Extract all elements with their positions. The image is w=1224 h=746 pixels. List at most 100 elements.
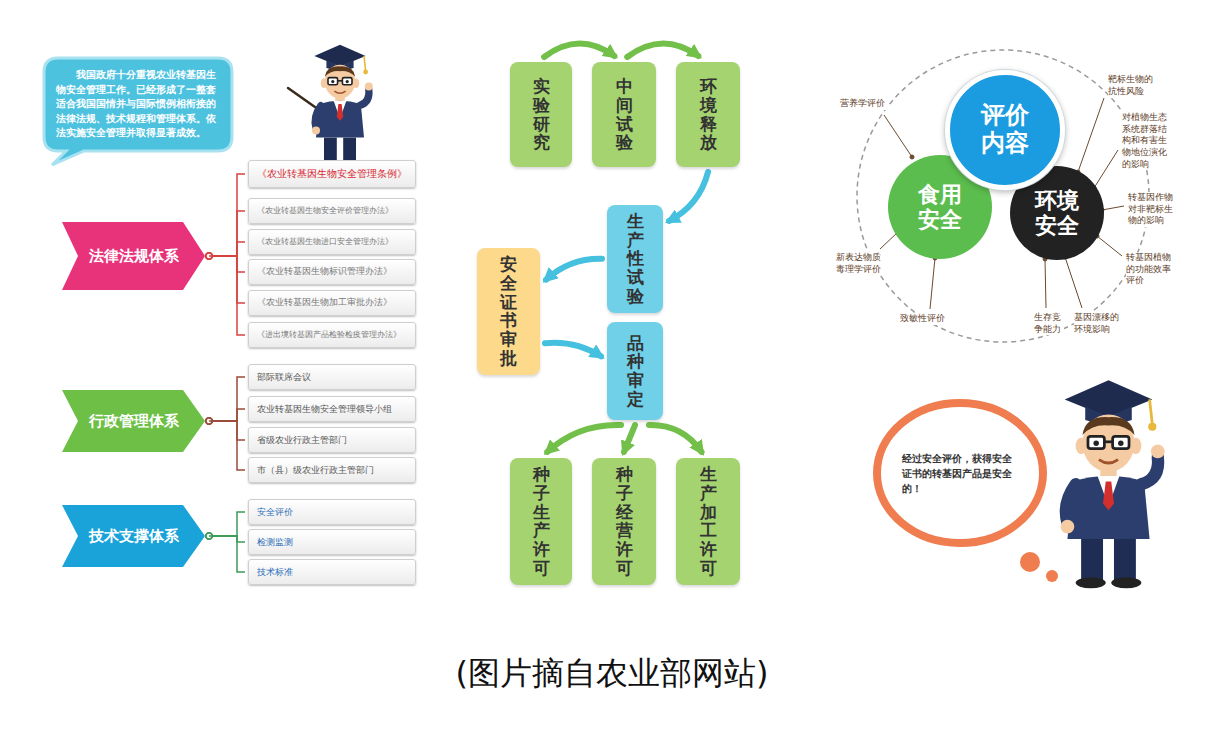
tree-connector [209,256,245,335]
process-box: 种子经营许可 [592,458,656,585]
professor-figure [312,45,373,167]
category-band: 技术支撑体系 [62,505,205,567]
tree-connector [209,536,245,572]
process-box: 生产加工许可 [676,458,740,585]
leader-lines [880,98,1124,309]
tree-connector [209,409,245,421]
flow-arrow [624,425,635,452]
bubble-dot [1046,570,1058,582]
node-text: 《农业转基因生物加工审批办法》 [257,297,392,309]
node-text: 安全证书审批 [500,255,517,367]
annotation-label: 基因漂移的环境影响 [1074,312,1122,335]
node-text: 市（县）级农业行政主管部门 [257,464,374,477]
node-text: 品种审定 [627,334,644,409]
tree-connector [209,536,245,542]
list-box: 省级农业行政主管部门 [248,427,416,453]
process-box: 种子生产许可 [510,458,572,585]
process-box: 中间试验 [592,62,656,167]
list-box: 《农业转基因生物安全管理条例》 [248,160,416,188]
node-text: 农业转基因生物安全管理领导小组 [257,403,392,416]
node-text: 评价内容 [980,102,1029,157]
band-shape [62,222,205,290]
category-band: 行政管理体系 [62,390,205,452]
flow-arrow [547,425,621,452]
process-box: 安全证书审批 [477,248,540,375]
node-text: 食用安全 [917,182,962,233]
list-box: 《农业转基因生物进口安全管理办法》 [248,229,416,255]
node-text: 种子经营许可 [616,465,633,577]
list-box: 农业转基因生物安全管理领导小组 [248,396,416,422]
annotation-label: 生存竞争能力 [1034,312,1064,335]
tree-connector [209,512,245,536]
tree-connector [209,421,245,440]
list-box: 市（县）级农业行政主管部门 [248,457,416,483]
flow-arrow [669,172,708,221]
process-box: 品种审定 [607,322,663,420]
bubble-shape [44,58,232,165]
flow-arrow [546,259,602,280]
annotation-label: 致敏性评价 [900,313,950,325]
node-text: 《农业转基因生物安全评价管理办法》 [257,206,393,216]
annotation-label: 转基因作物对非靶标生物的影响 [1128,192,1176,227]
professor-figure [1061,380,1165,588]
annotation-label: 对植物生态系统群落结构和有害生物地位演化的影响 [1122,112,1170,170]
node-text: 实验研究 [533,77,550,152]
node-text: 安全评价 [257,506,293,519]
node-text: 中间试验 [616,77,633,152]
tree-connector [209,377,245,421]
tree-connector [209,256,245,272]
flow-arrow [544,43,614,57]
flow-arrow [545,343,601,357]
list-box: 《农业转基因生物加工审批办法》 [248,290,416,316]
dashed-ring [857,50,1149,342]
node-text: 检测监测 [257,536,293,549]
band-shape [62,390,205,452]
node-text: 我国政府十分重视农业转基因生物安全管理工作。已经形成了一整套适合我国国情并与国际… [56,68,220,141]
list-box: 安全评价 [248,499,416,525]
tree-connector [209,211,245,256]
tree-connector [209,242,245,256]
flow-arrow [649,425,702,452]
bubble-shape [877,403,1043,543]
list-box: 检测监测 [248,529,416,555]
band-shape [62,505,205,567]
annotation-label: 新表达物质毒理学评价 [836,252,884,275]
node-text: 法律法规体系 [89,247,179,266]
tree-connector [209,174,245,256]
node-text: 《进出境转基因产品检验检疫管理办法》 [257,330,401,340]
node-text: 环境安全 [1034,188,1079,239]
node-text: 部际联席会议 [257,371,311,384]
node-text: 《农业转基因生物安全管理条例》 [257,167,407,181]
process-box: 实验研究 [510,62,572,167]
list-box: 技术标准 [248,559,416,585]
node-text: 技术标准 [257,566,293,579]
list-box: 《进出境转基因产品检验检疫管理办法》 [248,322,416,348]
caption: (图片摘自农业部网站) [0,652,1224,696]
node-text: 经过安全评价，获得安全证书的转基因产品是安全的！ [902,451,1018,496]
flow-arrow [627,43,698,57]
annotation-label: 靶标生物的抗性风险 [1108,74,1156,97]
node-text: 环境释放 [700,77,717,152]
node-text: 《农业转基因生物标识管理办法》 [257,266,392,278]
node-text: 《农业转基因生物进口安全管理办法》 [257,237,393,247]
node-text: 生产性试验 [627,212,644,305]
list-box: 《农业转基因生物标识管理办法》 [248,259,416,285]
list-box: 《农业转基因生物安全评价管理办法》 [248,198,416,224]
node-text: 省级农业行政主管部门 [257,434,347,447]
tree-connector [209,421,245,470]
node-text: 行政管理体系 [89,412,179,431]
process-box: 环境释放 [676,62,740,167]
process-box: 生产性试验 [607,205,663,313]
node-text: 种子生产许可 [533,465,550,577]
annotation-label: 转基因植物的功能效率评价 [1126,252,1174,287]
category-band: 法律法规体系 [62,222,205,290]
annotation-label: 营养学评价 [840,98,888,110]
tree-connector [209,256,245,303]
speech-bubble: 我国政府十分重视农业转基因生物安全管理工作。已经形成了一整套适合我国国情并与国际… [44,58,232,151]
speech-bubble: 经过安全评价，获得安全证书的转基因产品是安全的！ [872,398,1048,548]
list-box: 部际联席会议 [248,364,416,390]
bubble-dot [1020,552,1040,572]
node-text: 生产加工许可 [700,465,717,577]
topic-circle: 评价内容 [945,70,1065,190]
